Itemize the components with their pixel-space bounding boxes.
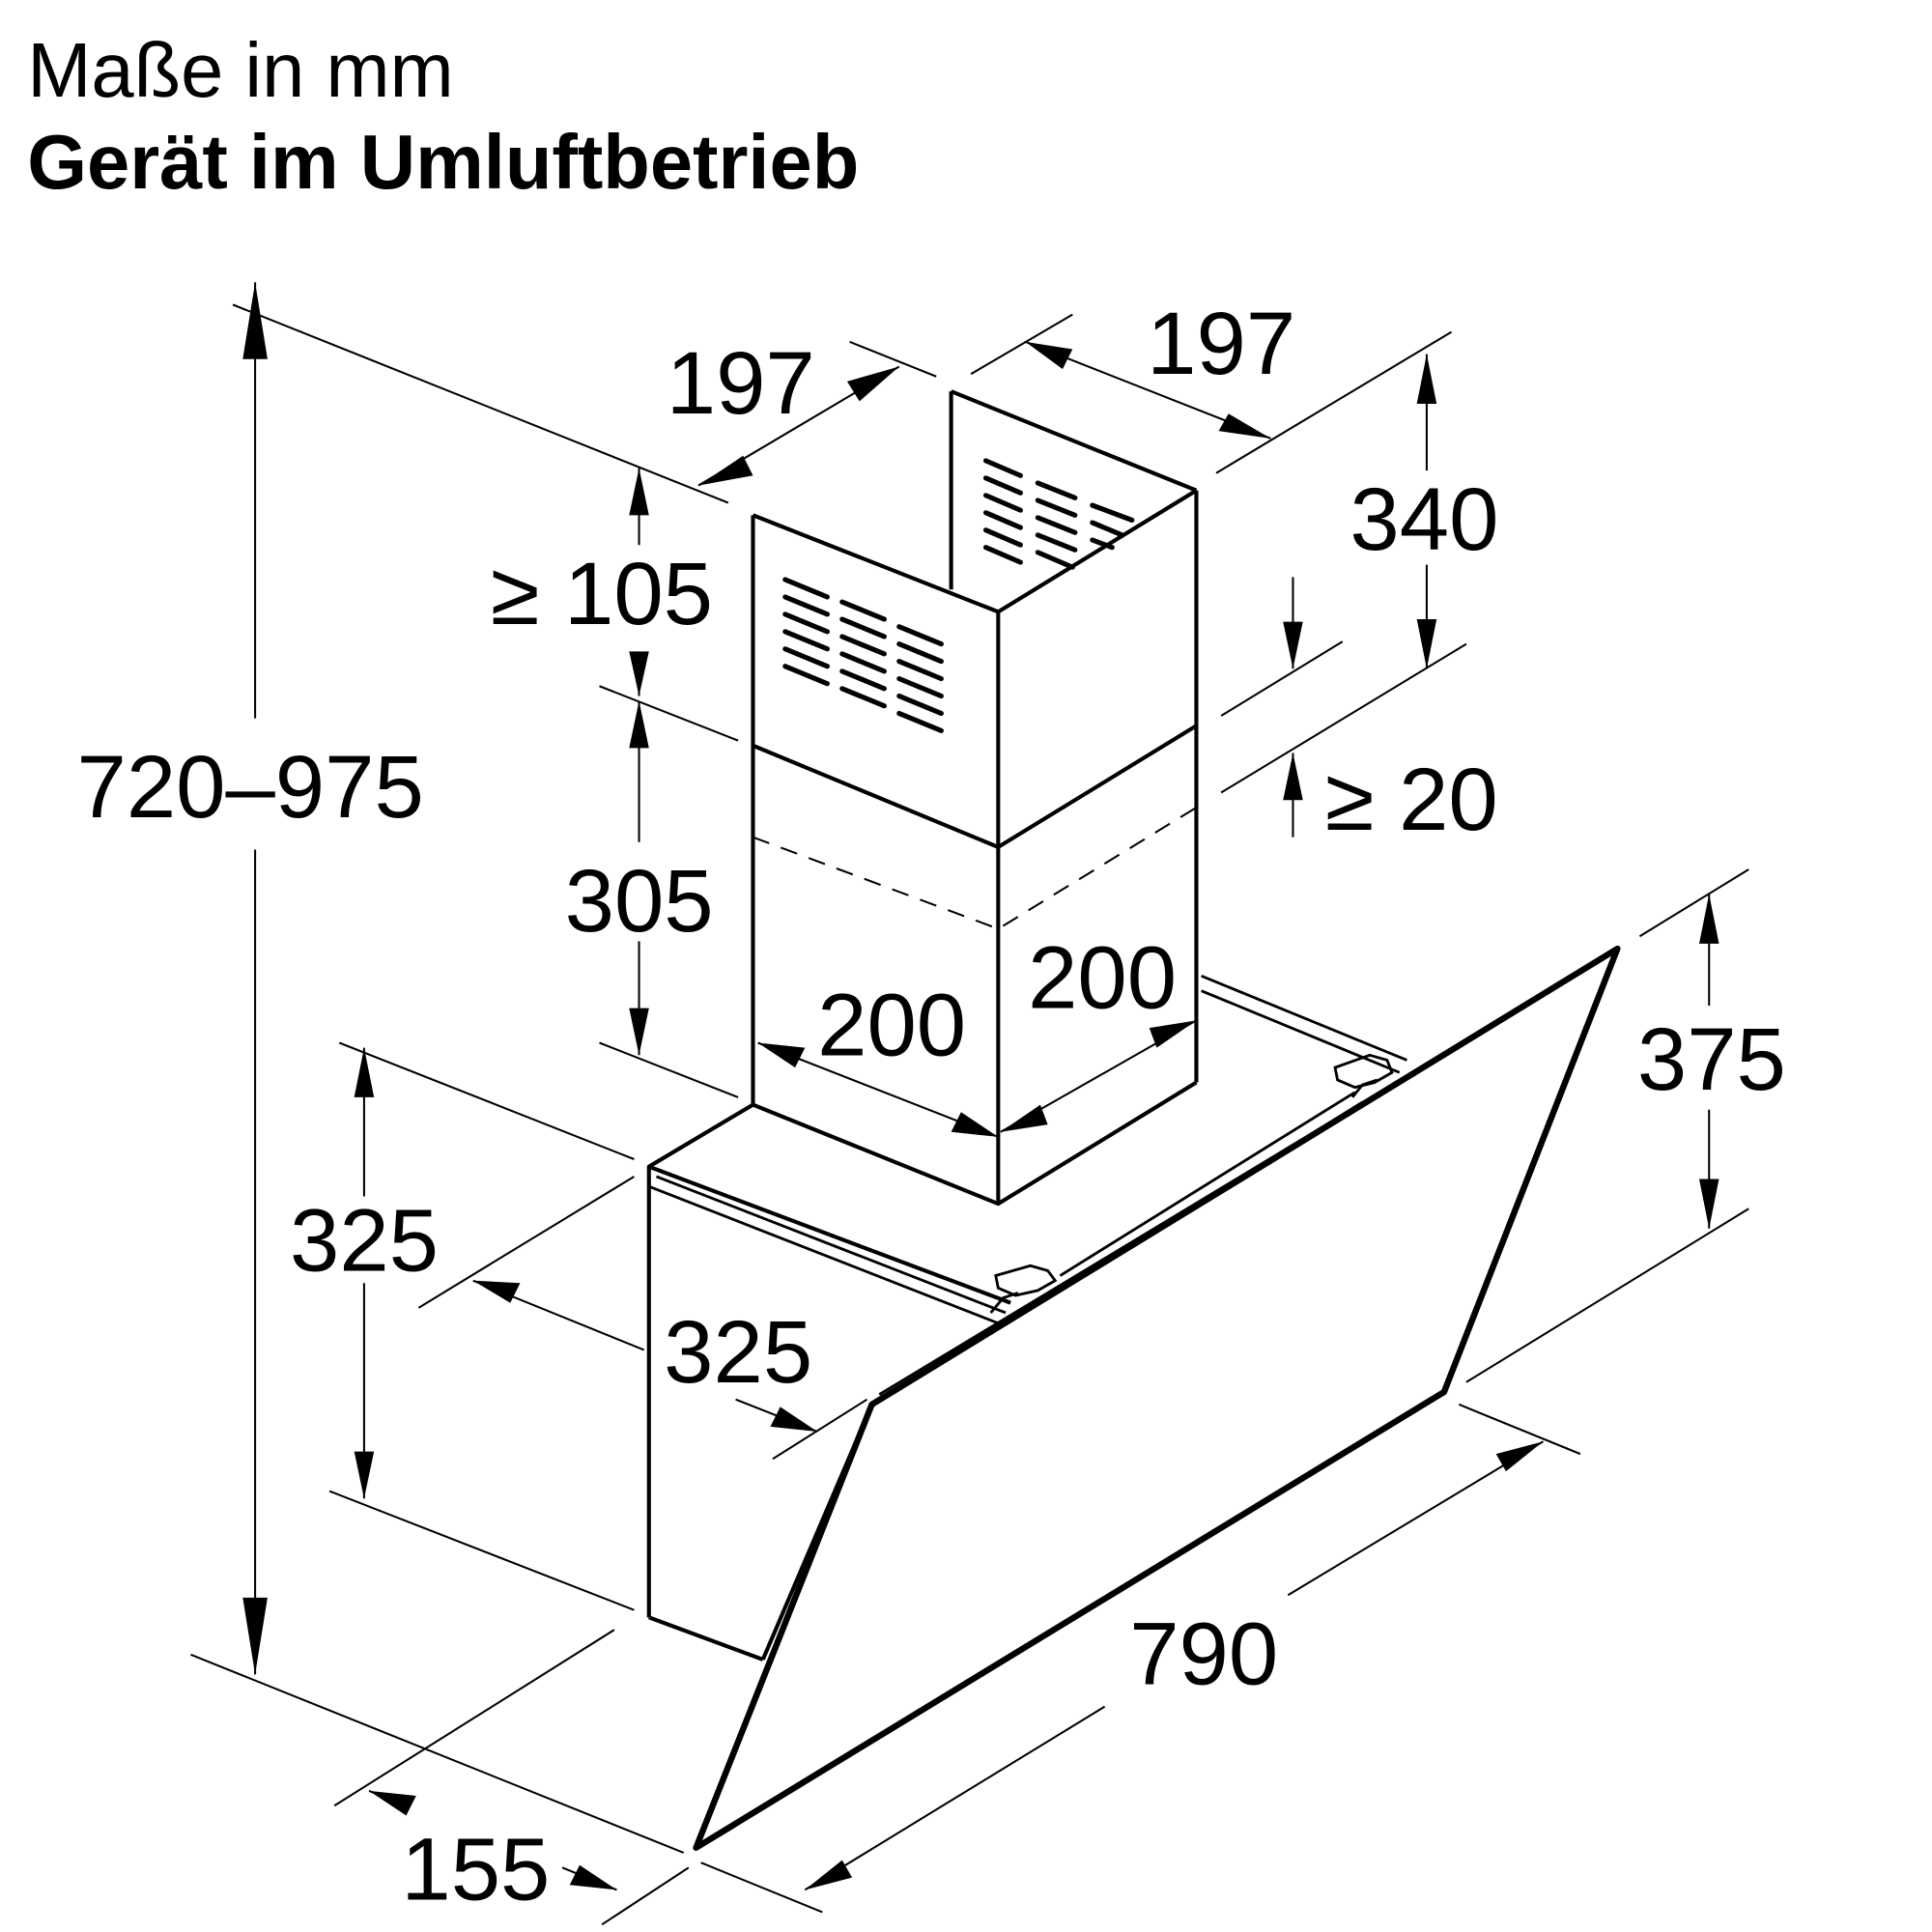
- hinge-right: [1333, 1053, 1394, 1098]
- dimension-lines: [190, 282, 1749, 1926]
- body-bottom-edge: [648, 1615, 764, 1662]
- label-bottom-depth: 155: [401, 1819, 550, 1919]
- label-body-depth: 325: [664, 1301, 812, 1402]
- body-top-rail-lower: [648, 1184, 1004, 1327]
- label-total-height: 720–975: [76, 736, 423, 837]
- arrow-icon: [369, 1790, 416, 1816]
- arrow-down-icon: [629, 1008, 649, 1056]
- arrow-icon: [757, 1042, 806, 1068]
- body-left-edge: [646, 1102, 754, 1618]
- arrow-down-icon: [354, 1451, 375, 1499]
- label-ceiling-gap: ≥ 105: [491, 543, 713, 643]
- body-top-rail: [648, 1164, 1011, 1305]
- body-top-rail-inner: [655, 1175, 1007, 1315]
- hood-drawing: [646, 389, 1621, 1852]
- arrow-icon: [1149, 1020, 1197, 1048]
- label-overlap: ≥ 20: [1325, 749, 1498, 849]
- arrow-icon: [1495, 1441, 1544, 1472]
- arrow-up-icon: [629, 700, 649, 749]
- arrow-down-icon: [1698, 1179, 1719, 1229]
- upper-chimney-back-top: [950, 389, 1198, 493]
- vent-slots-back: [982, 458, 1135, 570]
- hinge-left: [989, 1264, 1058, 1314]
- arrow-up-icon: [354, 1047, 375, 1097]
- rear-rail-top: [1201, 974, 1407, 1062]
- label-total-width: 790: [1129, 1604, 1278, 1704]
- arrow-icon: [951, 1112, 999, 1137]
- arrow-icon: [805, 1860, 853, 1890]
- vent-slots-front: [782, 577, 944, 733]
- arrow-icon: [569, 1864, 617, 1890]
- arrow-down-icon: [1416, 619, 1437, 669]
- extension-line: [232, 303, 729, 504]
- label-glass-panel-height: 375: [1637, 1009, 1786, 1109]
- lower-chimney-top-edges: [752, 724, 1198, 849]
- arrow-down-icon: [629, 651, 649, 696]
- arrow-up-icon: [1698, 894, 1719, 944]
- lower-chimney-bottom-edges: [752, 1080, 1198, 1207]
- arrow-icon: [1000, 1104, 1048, 1132]
- label-lower-chimney-height: 305: [565, 850, 714, 951]
- arrow-icon: [770, 1406, 818, 1433]
- arrow-down-icon: [1283, 621, 1303, 669]
- arrow-up-icon: [1283, 753, 1303, 801]
- glass-panel-top-highlight: [878, 952, 1611, 1396]
- extension-line: [190, 1653, 685, 1854]
- arrow-up-icon: [629, 468, 649, 516]
- label-upper-chimney-depth: 197: [667, 332, 815, 433]
- body-front-edge: [760, 1404, 874, 1661]
- label-upper-chimney-width: 197: [1147, 293, 1295, 393]
- arrow-down-icon: [242, 1597, 268, 1675]
- mode-subtitle: Gerät im Umluftbetrieb: [27, 119, 859, 205]
- glass-panel: [693, 945, 1621, 1852]
- arrow-icon: [472, 1280, 521, 1303]
- mount-bar-upper: [1059, 1091, 1356, 1277]
- label-body-height: 325: [290, 1189, 439, 1290]
- arrow-up-icon: [242, 282, 268, 359]
- arrow-up-icon: [1416, 354, 1437, 404]
- arrow-icon: [846, 366, 899, 402]
- overlap-hidden-line: [753, 807, 1197, 930]
- arrow-icon: [698, 455, 753, 486]
- arrow-icon: [1218, 413, 1271, 439]
- upper-chimney-top-edges: [752, 488, 1198, 614]
- label-lower-chimney-depth: 200: [817, 974, 966, 1074]
- dimension-labels: 720–975 197 197 ≥ 105 340 ≥ 20 305 200 2…: [76, 293, 1785, 1918]
- units-title: Maße in mm: [27, 27, 454, 113]
- label-lower-chimney-width: 200: [1028, 927, 1177, 1028]
- rear-rail-mid: [1201, 989, 1401, 1074]
- arrow-icon: [1025, 341, 1073, 370]
- label-upper-chimney-height: 340: [1350, 469, 1498, 569]
